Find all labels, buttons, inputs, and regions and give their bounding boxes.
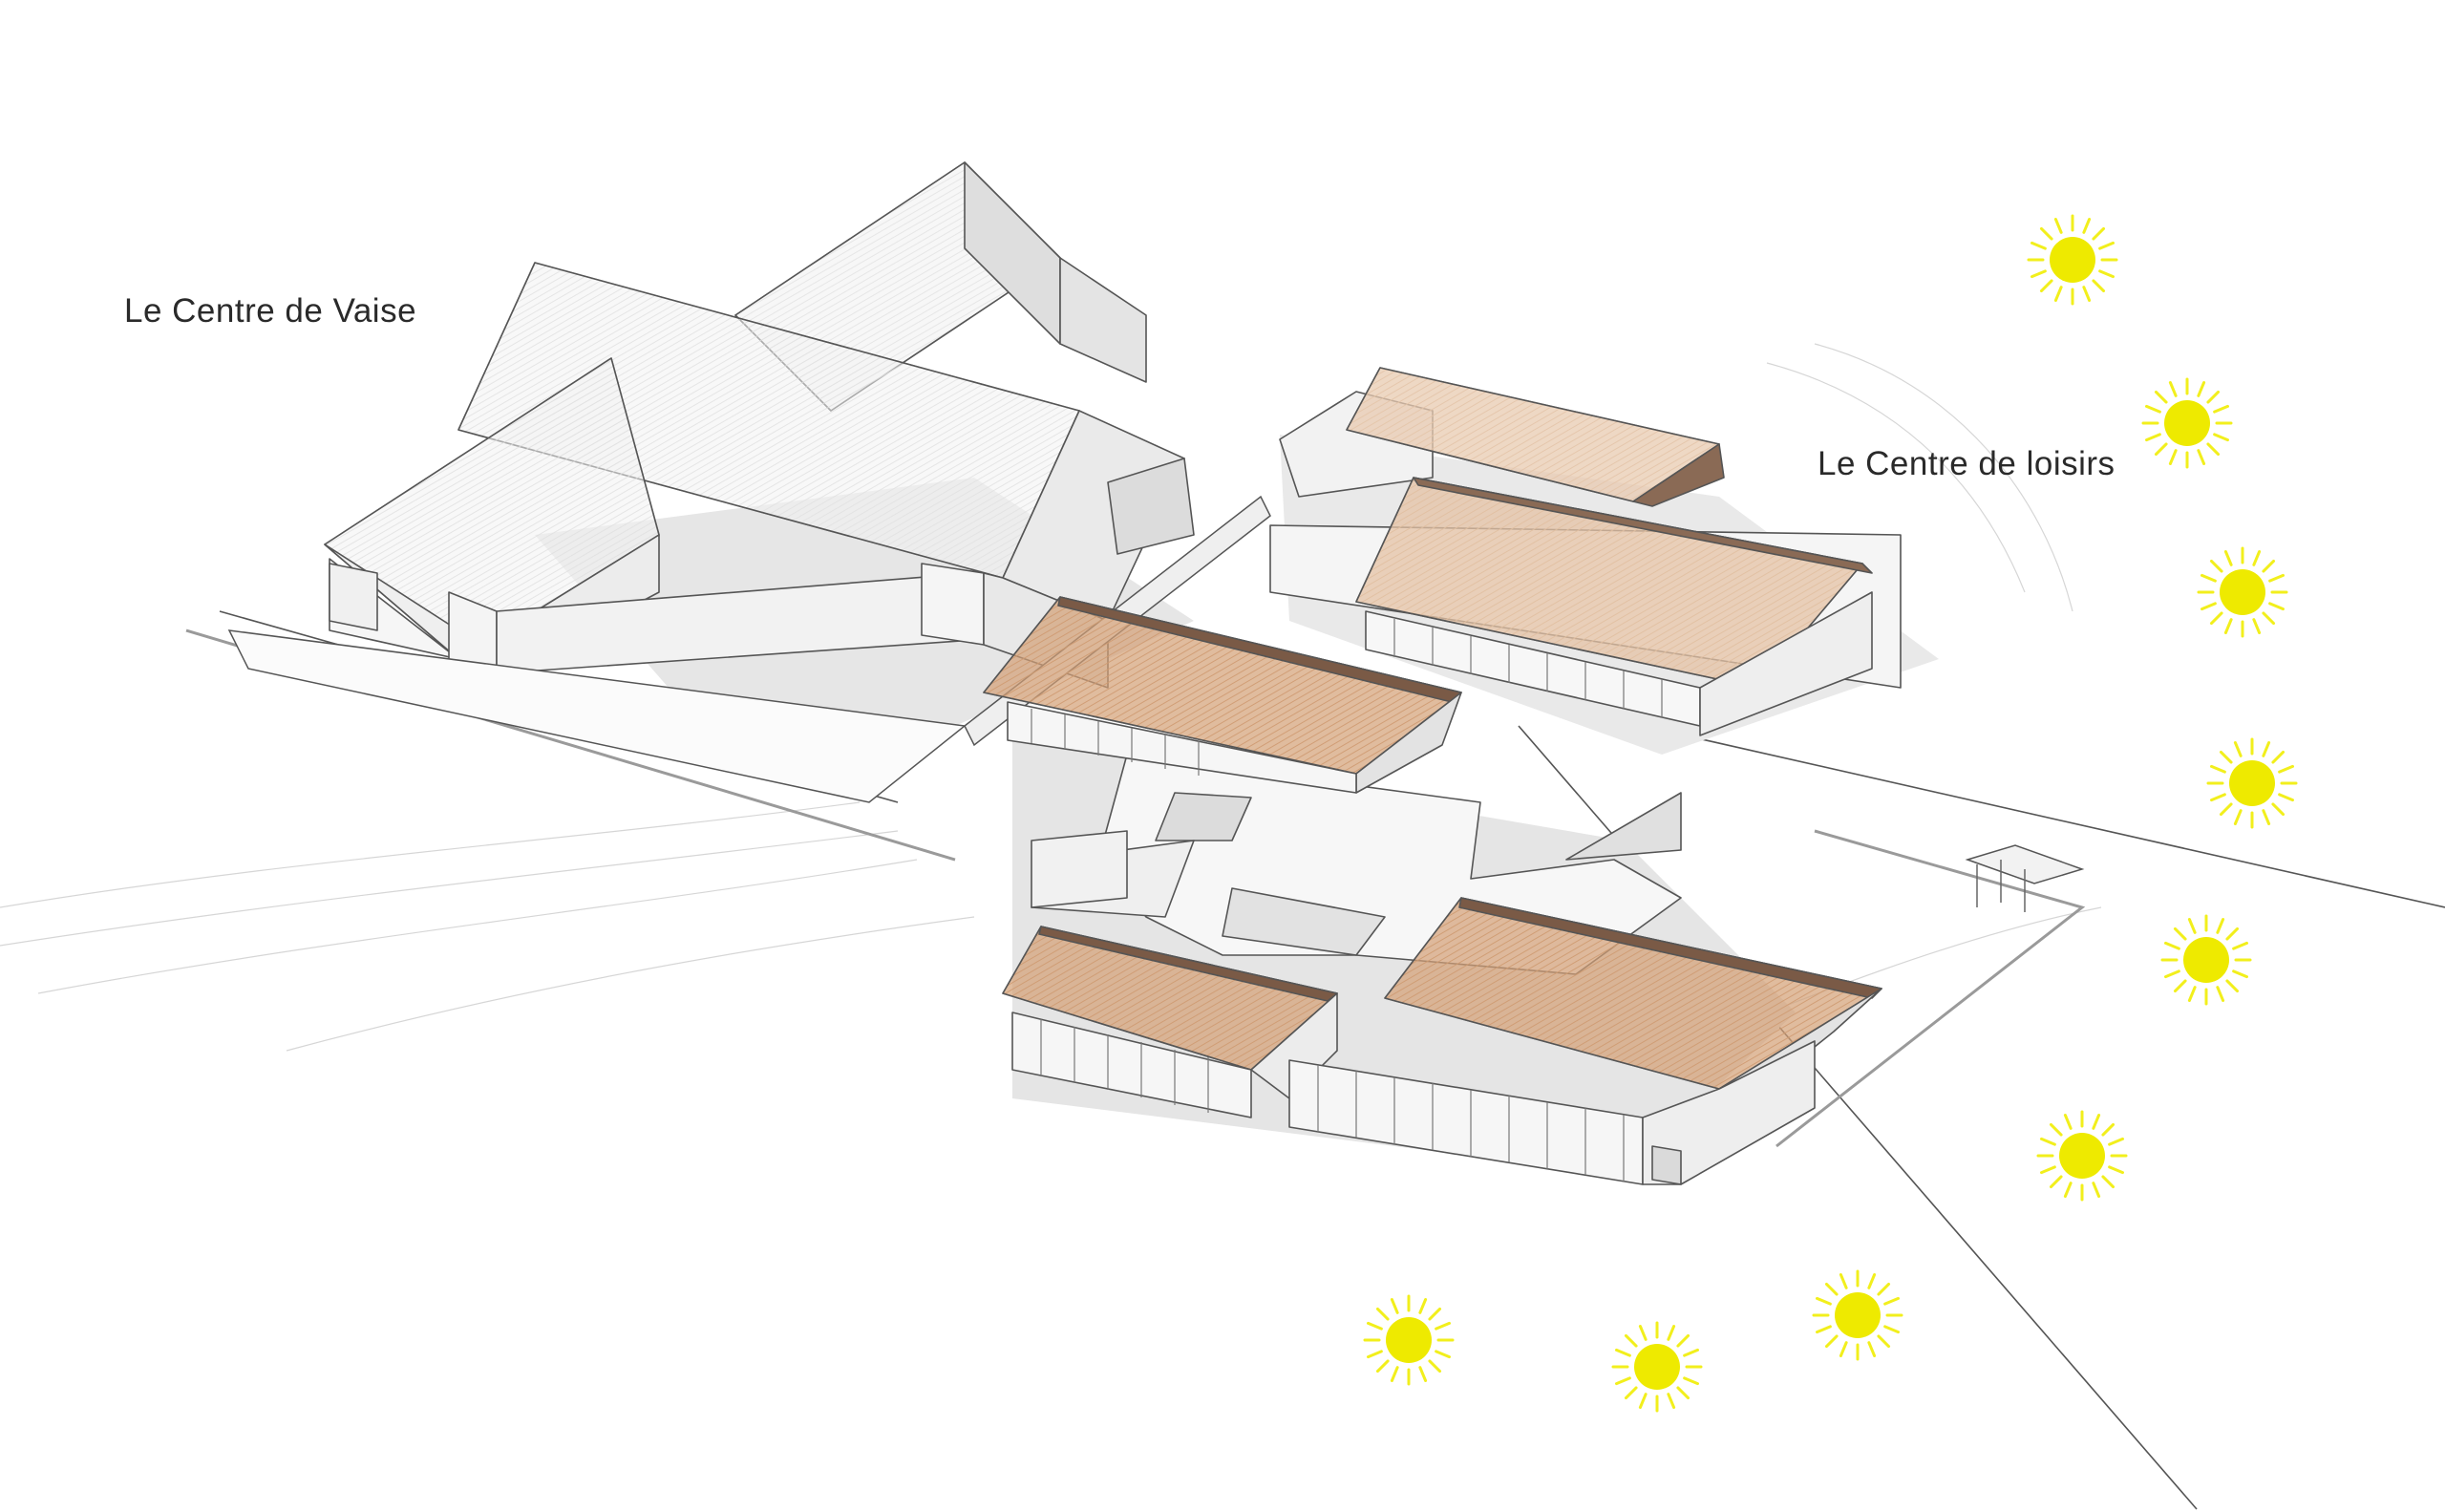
sun-icon: [2206, 737, 2298, 829]
sun-icon: [2141, 377, 2233, 469]
sun-icon: [1812, 1269, 1903, 1361]
sun-icon: [2036, 1110, 2128, 1202]
bike-shelter: [1965, 844, 2085, 912]
sun-icon: [2027, 214, 2118, 306]
sun-icon: [2160, 914, 2252, 1006]
sun-icon: [1611, 1321, 1703, 1413]
label-centre-de-loisirs: Le Centre de loisirs: [1818, 445, 2115, 482]
label-centre-de-vaise: Le Centre de Vaise: [124, 292, 417, 330]
new-building: [983, 596, 1882, 1185]
sun-icon: [1363, 1294, 1455, 1386]
sun-icon: [2197, 546, 2288, 638]
existing-building-centre-de-loisirs: [1269, 367, 1939, 755]
sun-group: [1363, 214, 2298, 1413]
